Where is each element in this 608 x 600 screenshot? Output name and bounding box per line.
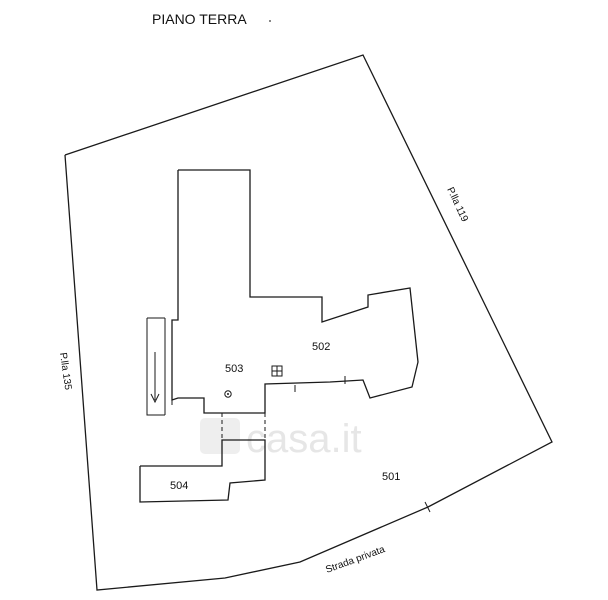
plan-title: PIANO TERRA (152, 11, 247, 27)
ramp-arrow-head (150, 393, 160, 404)
unit-503-label: 503 (225, 363, 243, 375)
watermark: casa.it (200, 417, 362, 461)
unit-504-label: 504 (170, 480, 188, 492)
title-dot (269, 20, 271, 22)
lot-boundary (64, 54, 553, 591)
boundary-tick (424, 501, 431, 513)
boundary-label-bottom: Strada privata (324, 544, 387, 576)
access-ramp (146, 317, 173, 416)
ramp-edge-left (146, 318, 165, 416)
fixture-symbol (224, 390, 232, 398)
watermark-text: casa.it (246, 417, 362, 461)
stair-symbol (271, 365, 283, 377)
boundary-label-left: P.lla 135 (57, 352, 73, 391)
unit-501-label: 501 (382, 471, 400, 483)
building-outline (171, 169, 419, 414)
unit-504-outline (139, 439, 266, 503)
boundary-label-right: P.lla 119 (444, 186, 470, 224)
unit-502-label: 502 (312, 341, 330, 353)
